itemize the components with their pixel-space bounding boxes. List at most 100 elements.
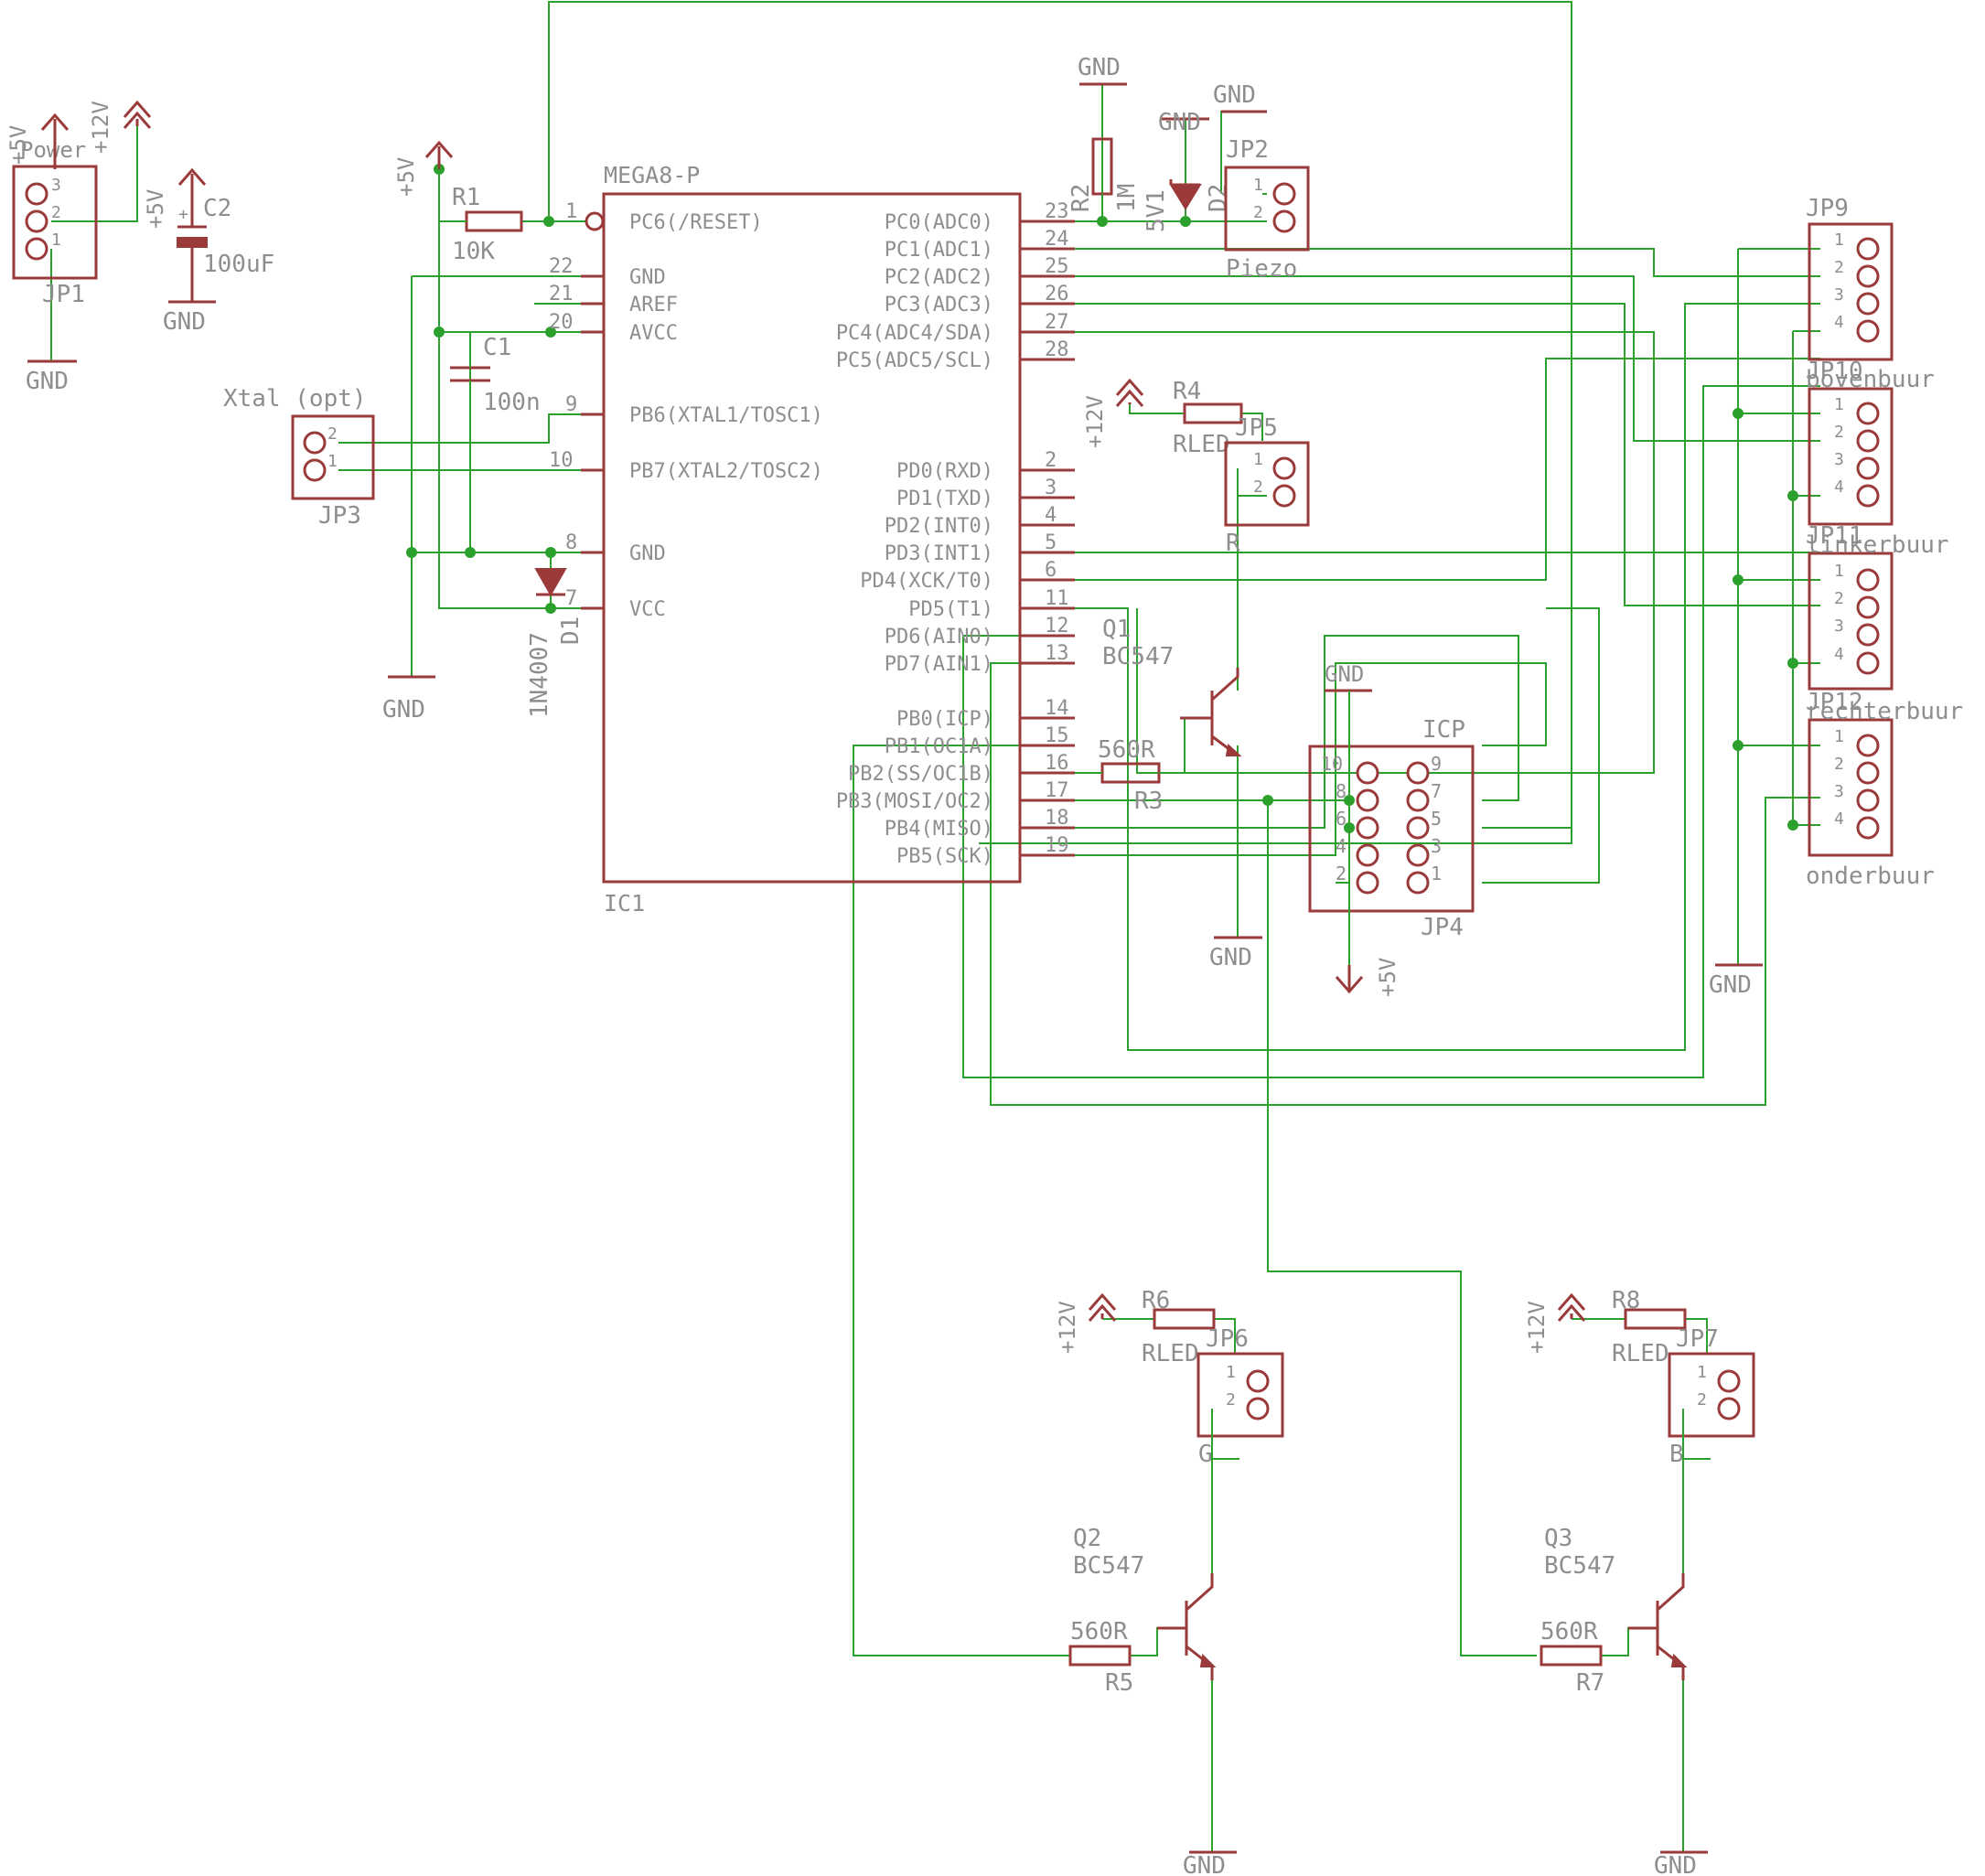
svg-text:GND: GND	[1654, 1852, 1697, 1876]
q2-value: BC547	[1073, 1552, 1144, 1580]
svg-text:3: 3	[1834, 616, 1844, 636]
svg-text:GND: GND	[629, 266, 666, 289]
svg-text:PC5(ADC5/SCL): PC5(ADC5/SCL)	[836, 349, 993, 372]
jp5-header: 1 2 JP5 R	[1224, 414, 1310, 557]
svg-text:5: 5	[1045, 531, 1057, 554]
jp6-header: 1 2 JP6 G	[1196, 1325, 1284, 1468]
svg-text:PC4(ADC4/SDA): PC4(ADC4/SDA)	[836, 322, 993, 345]
svg-text:10: 10	[1321, 753, 1343, 775]
d1-name: D1	[557, 616, 585, 645]
r2-name: R2	[1068, 184, 1095, 212]
jp10-header: 1 2 3 4 JP10 bovenbuur	[1806, 358, 1935, 526]
r8-name: R8	[1612, 1287, 1640, 1314]
svg-text:1: 1	[1834, 230, 1844, 250]
svg-text:14: 14	[1045, 697, 1069, 720]
svg-text:16: 16	[1045, 752, 1069, 775]
svg-text:PB0(ICP): PB0(ICP)	[896, 708, 993, 731]
q1-name: Q1	[1102, 616, 1131, 643]
svg-text:GND: GND	[1325, 661, 1364, 687]
gnd-q1: GND	[1209, 936, 1262, 971]
svg-text:22: 22	[549, 255, 574, 278]
svg-text:PC3(ADC3): PC3(ADC3)	[885, 294, 993, 316]
svg-text:4: 4	[1045, 504, 1057, 527]
svg-text:+5V: +5V	[393, 157, 419, 197]
svg-text:2: 2	[1834, 258, 1844, 277]
svg-text:1: 1	[1253, 450, 1263, 469]
jp2-name: JP2	[1226, 136, 1269, 164]
svg-text:PD1(TXD): PD1(TXD)	[896, 488, 993, 510]
d2-name: D2	[1205, 184, 1232, 212]
svg-text:4: 4	[1834, 477, 1844, 497]
svg-text:12: 12	[1045, 615, 1069, 638]
r6-value: RLED	[1142, 1340, 1199, 1367]
ic1-name: IC1	[604, 890, 645, 917]
svg-text:19: 19	[1045, 834, 1069, 857]
r6-name: R6	[1142, 1287, 1170, 1314]
ic1-right-pin-labels: PC0(ADC0) PC1(ADC1) PC2(ADC2) PC3(ADC3) …	[836, 211, 993, 868]
ic1-left-pin-labels: PC6(/RESET) GND AREF AVCC PB6(XTAL1/TOSC…	[629, 211, 823, 621]
svg-text:9: 9	[565, 393, 577, 416]
svg-text:PB1(OC1A): PB1(OC1A)	[885, 735, 993, 758]
q1-value: BC547	[1102, 643, 1174, 670]
svg-text:1: 1	[1834, 395, 1844, 414]
svg-text:GND: GND	[1209, 944, 1252, 971]
r2-value: 1M	[1113, 184, 1141, 212]
ic1-value: MEGA8-P	[604, 162, 700, 188]
svg-text:PC0(ADC0): PC0(ADC0)	[885, 211, 993, 234]
svg-text:PD5(T1): PD5(T1)	[908, 598, 993, 621]
jp6-value: G	[1198, 1441, 1213, 1468]
r4-resistor: R4 RLED	[1173, 378, 1243, 458]
svg-text:15: 15	[1045, 724, 1069, 747]
svg-text:1: 1	[1253, 176, 1263, 195]
gnd-right: GND	[1709, 963, 1763, 999]
c2-capacitor: + C2 100uF	[177, 195, 274, 302]
svg-text:26: 26	[1045, 283, 1069, 306]
r5-value: 560R	[1070, 1618, 1128, 1646]
r8-resistor: R8 RLED	[1612, 1287, 1687, 1367]
svg-text:4: 4	[1336, 835, 1347, 857]
jp1-power-header: Power 3 2 1 JP1	[12, 137, 98, 308]
gnd-icp: GND	[1325, 661, 1372, 773]
svg-text:3: 3	[1834, 450, 1844, 469]
svg-text:6: 6	[1045, 559, 1057, 582]
svg-text:1: 1	[565, 200, 577, 223]
svg-text:18: 18	[1045, 807, 1069, 830]
d2-zener: GND 5V1 D2	[1143, 109, 1232, 232]
svg-text:20: 20	[549, 311, 574, 334]
svg-text:PC6(/RESET): PC6(/RESET)	[629, 211, 763, 234]
svg-text:6: 6	[1336, 808, 1347, 830]
ic1: MEGA8-P IC1 1 22 21 20 9 10 8 7 PC6(/RES…	[549, 162, 1075, 917]
r6-resistor: R6 RLED	[1142, 1287, 1216, 1367]
gnd-left: GND	[382, 675, 435, 724]
jp4-title: ICP	[1422, 716, 1465, 744]
r2-resistor: GND R2 1M	[1068, 54, 1141, 221]
r1-value: 10K	[452, 238, 495, 265]
supply-plus5v-jp1: +5V	[5, 113, 70, 169]
svg-text:1: 1	[51, 230, 61, 250]
svg-text:3: 3	[1834, 782, 1844, 801]
svg-text:+5V: +5V	[5, 125, 31, 165]
supply-plus12v-r4: +12V	[1082, 378, 1144, 448]
q1-transistor: Q1 BC547	[1102, 616, 1242, 757]
svg-text:2: 2	[1336, 863, 1347, 884]
svg-text:PB6(XTAL1/TOSC1): PB6(XTAL1/TOSC1)	[629, 404, 823, 427]
svg-text:2: 2	[1226, 1390, 1236, 1410]
q2-transistor: Q2 BC547	[1073, 1525, 1217, 1680]
svg-text:24: 24	[1045, 228, 1069, 251]
q3-value: BC547	[1544, 1552, 1615, 1580]
supply-plus12v-jp1: +12V	[88, 100, 152, 154]
c2-value: 100uF	[203, 251, 274, 278]
svg-text:PD3(INT1): PD3(INT1)	[885, 542, 993, 565]
svg-text:PD0(RXD): PD0(RXD)	[896, 460, 993, 483]
svg-text:3: 3	[1045, 477, 1057, 499]
svg-text:PD7(AIN1): PD7(AIN1)	[885, 653, 993, 676]
jp9-name: JP9	[1806, 195, 1849, 222]
r4-value: RLED	[1173, 431, 1230, 458]
svg-text:GND: GND	[1183, 1852, 1226, 1876]
c2-name: C2	[203, 195, 231, 222]
jp5-value: R	[1226, 530, 1240, 557]
svg-text:PD4(XCK/T0): PD4(XCK/T0)	[860, 570, 993, 593]
svg-text:PB5(SCK): PB5(SCK)	[896, 845, 993, 868]
svg-text:2: 2	[327, 424, 338, 444]
